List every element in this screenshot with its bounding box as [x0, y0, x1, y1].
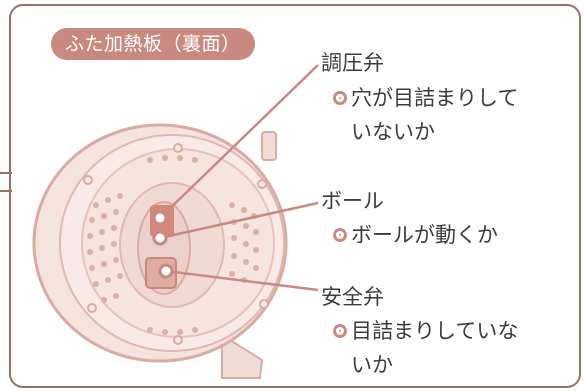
- callout-check-text: 目詰まりしていな: [351, 319, 519, 343]
- panel-title-badge: ふた加熱板（裏面）: [51, 28, 255, 60]
- callout-check-continuation: いか: [351, 353, 393, 377]
- callout-check-ball: ボールが動くか: [333, 222, 498, 248]
- callout-title-ball: ボール: [321, 189, 384, 213]
- callout-anchor-points: [152, 210, 174, 279]
- rim-screws: [83, 143, 269, 345]
- double-circle-bullet-icon: [333, 91, 347, 105]
- callout-check-text: 穴が目詰まりして: [351, 86, 519, 110]
- double-circle-bullet-icon: [333, 324, 347, 338]
- callout-check-safety-valve: 目詰まりしていな: [333, 318, 518, 344]
- left-connector-bottom: [0, 190, 12, 192]
- plate-side-tab: [261, 131, 277, 161]
- callout-title-pressure-valve: 調圧弁: [321, 51, 384, 75]
- plate-perforations: [87, 155, 259, 335]
- callout-check-pressure-valve: 穴が目詰まりして: [333, 85, 518, 111]
- callout-leaders: [159, 64, 319, 292]
- double-circle-bullet-icon: [333, 228, 347, 242]
- callout-check-continuation: いないか: [351, 120, 435, 144]
- left-connector-top: [0, 172, 12, 174]
- callout-title-safety-valve: 安全弁: [321, 285, 384, 309]
- plate-base-tab: [221, 333, 264, 379]
- callout-check-text: ボールが動くか: [351, 223, 498, 247]
